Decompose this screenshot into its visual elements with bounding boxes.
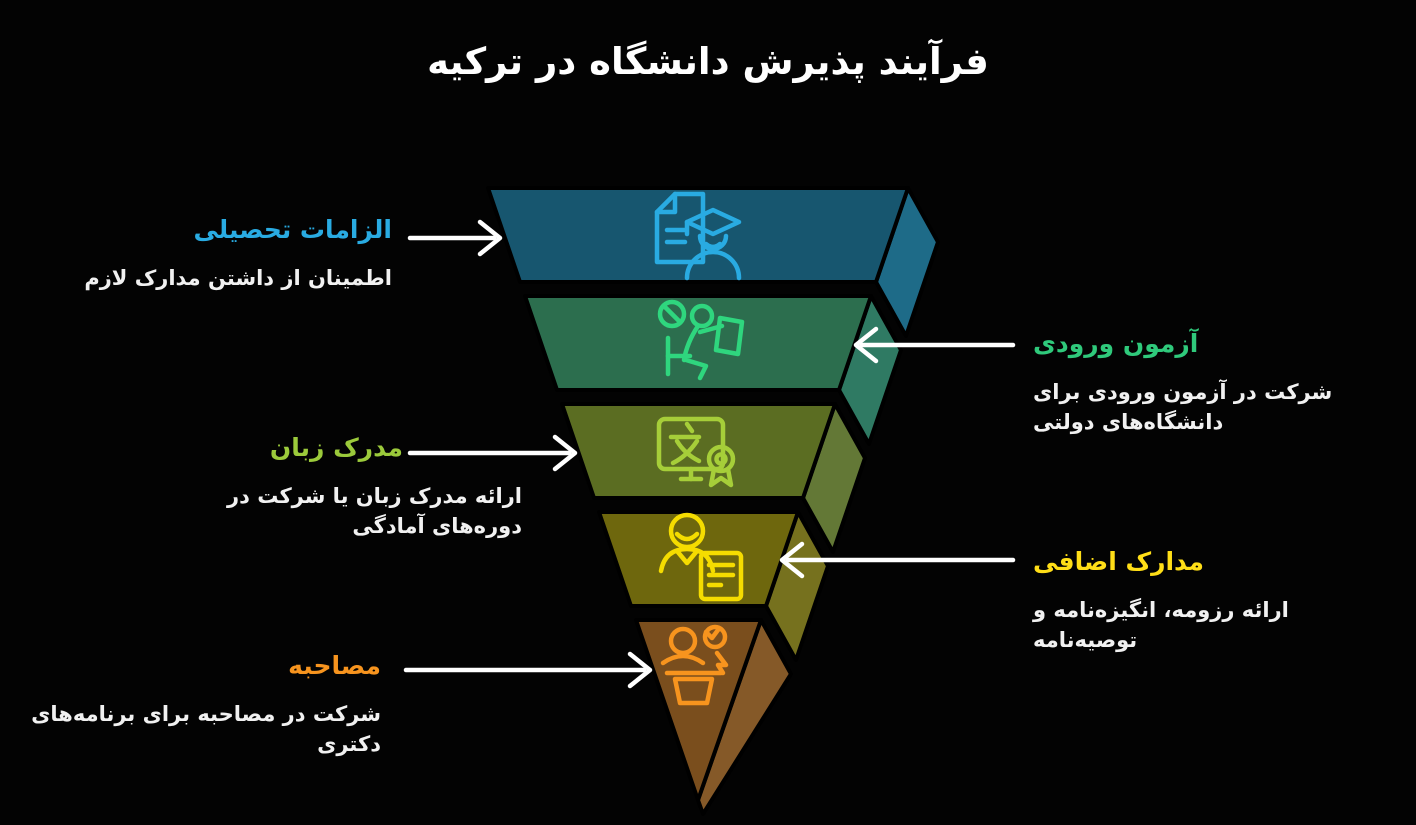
- arrow-step-4: [779, 541, 1016, 579]
- step-label-additional-documents: مدارک اضافی ارائه رزومه، انگیزه‌نامه و ت…: [1033, 546, 1289, 655]
- step-label-educational-requirements: الزامات تحصیلی اطمینان از داشتن مدارک لا…: [84, 214, 392, 293]
- person-document-icon: [658, 512, 744, 602]
- step-title: آزمون ورودی: [1033, 329, 1199, 358]
- step-title: الزامات تحصیلی: [193, 215, 392, 244]
- document-graduate-icon: [654, 191, 742, 281]
- funnel-segment-5: [634, 618, 763, 802]
- step-description: ارائه رزومه، انگیزه‌نامه و توصیه‌نامه: [1033, 598, 1289, 652]
- arrow-step-1: [407, 219, 503, 257]
- step-label-entrance-exam: آزمون ورودی شرکت در آزمون ورودی برای دان…: [1033, 328, 1332, 437]
- funnel-segment-2: [523, 294, 873, 392]
- exam-desk-icon: [657, 299, 745, 381]
- step-title: مدارک اضافی: [1033, 547, 1204, 576]
- arrow-step-3: [407, 434, 578, 472]
- funnel-segment-4: [597, 510, 800, 608]
- step-description: شرکت در آزمون ورودی برای دانشگاه‌های دول…: [1033, 380, 1333, 434]
- language-certificate-icon: [656, 416, 736, 488]
- funnel-segment-3: [560, 402, 837, 500]
- step-label-language-certificate: مدرک زبان ارائه مدرک زبان یا شرکت در دور…: [227, 432, 522, 541]
- step-title: مصاحبه: [288, 651, 381, 680]
- step-label-interview: مصاحبه شرکت در مصاحبه برای برنامه‌های دک…: [31, 650, 381, 759]
- arrow-step-2: [853, 326, 1016, 364]
- interview-podium-icon: [660, 624, 729, 706]
- arrow-step-5: [403, 651, 653, 689]
- page-title: فرآیند پذیرش دانشگاه در ترکیه: [427, 40, 989, 83]
- step-description: شرکت در مصاحبه برای برنامه‌های دکتری: [31, 702, 381, 756]
- step-title: مدرک زبان: [269, 433, 403, 462]
- step-description: اطمینان از داشتن مدارک لازم: [84, 266, 392, 290]
- step-description: ارائه مدرک زبان یا شرکت در دوره‌های آماد…: [227, 484, 522, 538]
